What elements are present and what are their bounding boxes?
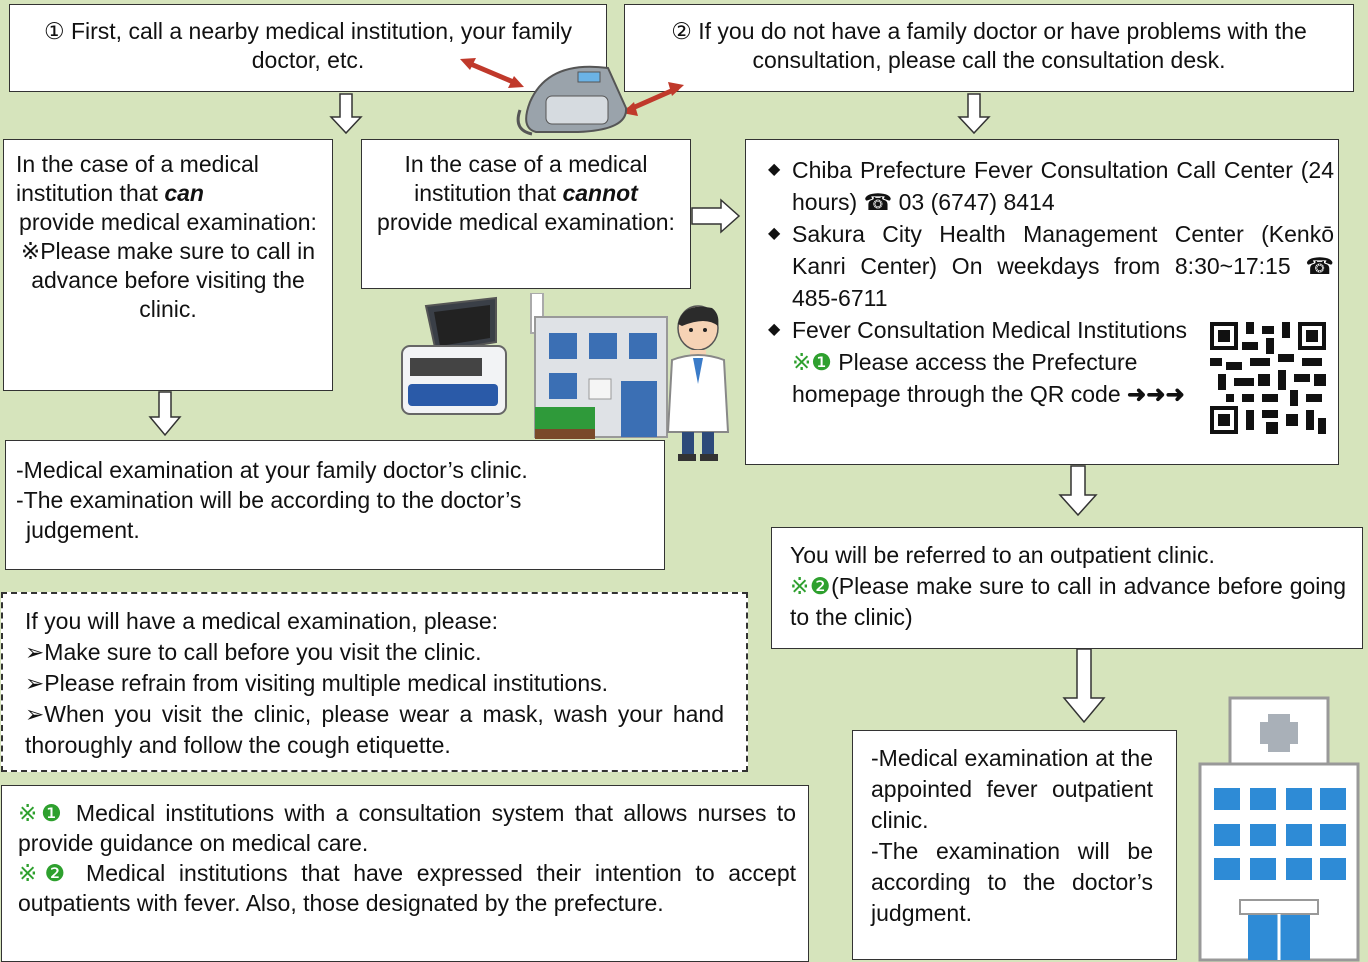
advice-item: ➢Make sure to call before you visit the … <box>25 639 482 665</box>
health-center-item: Sakura City Health Management Center (Ke… <box>766 218 1334 314</box>
advice-item: ➢When you visit the clinic, please wear … <box>25 701 724 758</box>
fever-institutions-label: Fever Consultation Medical Institutions <box>792 317 1188 343</box>
referral-line1: You will be referred to an outpatient cl… <box>790 542 1215 568</box>
call-center-item: Chiba Prefecture Fever Consultation Call… <box>766 154 1334 218</box>
family-exam-line3: judgement. <box>26 517 140 543</box>
can-note: ※Please make sure to call in advance bef… <box>20 238 316 322</box>
can-line2: provide medical examination: <box>19 209 317 235</box>
referral-box: You will be referred to an outpatient cl… <box>771 527 1363 649</box>
doctor-icon <box>666 305 730 461</box>
qr-arrows: ➜➜➜ <box>1127 381 1185 407</box>
cannot-line2: provide medical examination: <box>377 209 675 235</box>
hospital-building-icon <box>1198 696 1360 962</box>
advice-box: If you will have a medical examination, … <box>1 592 748 772</box>
qr-code-icon <box>1210 322 1326 434</box>
down-arrow-icon <box>1058 465 1098 517</box>
down-arrow-icon <box>329 93 363 135</box>
clinic-building-icon <box>530 293 668 439</box>
note2-marker: ※❷ <box>18 860 73 886</box>
advice-bullet: ➢ <box>25 639 45 665</box>
step2-text: ② If you do not have a family doctor or … <box>671 18 1307 73</box>
advice-item: ➢Please refrain from visiting multiple m… <box>25 670 609 696</box>
test-device-icon <box>401 296 507 415</box>
down-arrow-icon <box>1062 648 1106 724</box>
health-center-text: Sakura City Health Management Center (Ke… <box>792 221 1334 311</box>
note1-marker: ※❶ <box>792 349 832 375</box>
fever-exam-line1: -Medical examination at the appointed fe… <box>871 745 1153 833</box>
down-arrow-icon <box>957 93 991 135</box>
qr-instruction: Please access the Prefecture homepage th… <box>792 349 1138 407</box>
step2-box: ② If you do not have a family doctor or … <box>624 4 1354 92</box>
step1-text: ① First, call a nearby medical instituti… <box>43 18 573 73</box>
note1-text: Medical institutions with a consultation… <box>18 800 796 856</box>
note2-text: Medical institutions that have expressed… <box>18 860 797 916</box>
note1-marker: ※❶ <box>18 800 66 826</box>
referral-line2: (Please make sure to call in advance bef… <box>790 573 1347 630</box>
telephone-icon <box>460 58 684 136</box>
family-exam-line2: -The examination will be according to th… <box>16 487 522 513</box>
family-doctor-exam-box: -Medical examination at your family doct… <box>5 440 665 570</box>
cannot-line1: In the case of a medical institution tha… <box>404 151 648 206</box>
call-center-text: Chiba Prefecture Fever Consultation Call… <box>792 157 1334 215</box>
advice-heading: If you will have a medical examination, … <box>25 608 499 634</box>
can-emphasis: can <box>164 180 204 206</box>
family-exam-line1: -Medical examination at your family doct… <box>16 457 528 483</box>
right-arrow-icon <box>691 198 741 234</box>
cannot-provide-box: In the case of a medical institution tha… <box>361 139 691 289</box>
can-provide-box: In the case of a medical institution tha… <box>3 139 333 391</box>
notes-box: ※❶ Medical institutions with a consultat… <box>1 785 809 962</box>
fever-institutions-item: Fever Consultation Medical Institutions … <box>766 314 1192 410</box>
can-line1: In the case of a medical institution tha… <box>16 151 259 206</box>
advice-bullet: ➢ <box>25 701 45 727</box>
fever-clinic-exam-box: -Medical examination at the appointed fe… <box>852 730 1177 960</box>
consultation-info-box: Chiba Prefecture Fever Consultation Call… <box>745 139 1339 465</box>
advice-bullet: ➢ <box>25 670 45 696</box>
note2-marker: ※❷ <box>790 573 832 599</box>
step1-box: ① First, call a nearby medical instituti… <box>9 4 607 92</box>
fever-exam-line2: -The examination will be according to th… <box>871 838 1153 926</box>
cannot-emphasis: cannot <box>562 180 638 206</box>
down-arrow-icon <box>148 391 182 437</box>
